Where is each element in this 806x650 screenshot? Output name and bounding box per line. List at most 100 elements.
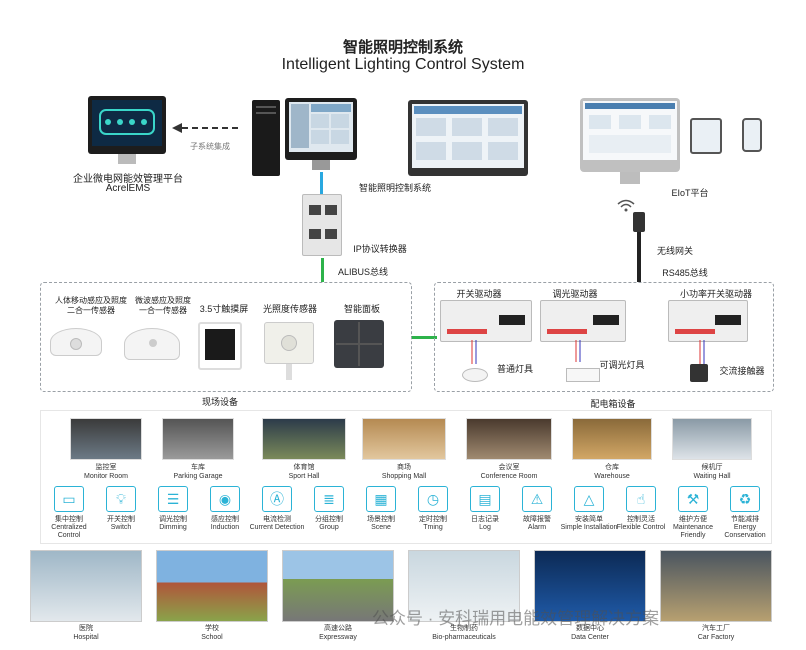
ethernet-cable bbox=[320, 172, 323, 194]
ems-label-en: AcrelEMS bbox=[105, 183, 151, 194]
feature-label-cn-3: 感应控制 bbox=[211, 516, 239, 523]
driver-label-1: 调光驱动器 bbox=[552, 289, 598, 299]
normal-lamp bbox=[462, 368, 488, 382]
triangle-icon: △ bbox=[574, 486, 604, 512]
microwave-illuminance-sensor bbox=[124, 328, 180, 360]
scene-label-en-1: Parking Garage bbox=[173, 473, 223, 480]
touch-display-ui-graphic bbox=[414, 106, 522, 160]
scene-label-en-4: Conference Room bbox=[480, 473, 538, 480]
driver-label-2: 小功率开关驱动器 bbox=[679, 289, 752, 299]
feature-label-en-10: Simple Installation bbox=[560, 524, 618, 531]
scene-label-cn-6: 候机厅 bbox=[701, 464, 723, 471]
scene-label-cn-3: 商场 bbox=[397, 464, 411, 471]
eiot-label: EIoT平台 bbox=[671, 188, 709, 198]
ems-monitor-stand bbox=[118, 154, 136, 164]
ac-contactor bbox=[690, 364, 708, 382]
ip-converter bbox=[302, 194, 342, 256]
photo-label-cn-3: 生物制药 bbox=[450, 625, 478, 632]
recycle-icon: ♻ bbox=[730, 486, 760, 512]
scene-image-parking-garage bbox=[162, 418, 234, 460]
scene-image-warehouse bbox=[572, 418, 652, 460]
low-power-switch-driver bbox=[668, 300, 748, 342]
illuminance-sensor-stem bbox=[286, 364, 292, 380]
ip-converter-label: IP协议转换器 bbox=[353, 244, 407, 254]
smart-system-label: 智能照明控制系统 bbox=[358, 183, 431, 193]
field-devices-group-label: 现场设备 bbox=[201, 397, 238, 407]
alibus-label: ALIBUS总线 bbox=[337, 267, 388, 277]
feature-label-cn-2: 调光控制 bbox=[159, 516, 187, 523]
ampere-icon: Ⓐ bbox=[262, 486, 292, 512]
ems-dashboard-graphic bbox=[99, 109, 155, 135]
wifi-icon bbox=[617, 199, 635, 212]
eiot-ui-graphic bbox=[585, 103, 675, 153]
scene-image-shopping-mall bbox=[362, 418, 446, 460]
photo-label-en-5: Car Factory bbox=[697, 634, 735, 641]
photo-label-en-4: Data Center bbox=[571, 634, 609, 641]
smart-panel bbox=[334, 320, 384, 368]
scene-label-cn-4: 会议室 bbox=[498, 464, 520, 471]
photo-car-factory bbox=[660, 550, 772, 622]
ems-label-cn: 企业微电网能效管理平台 bbox=[73, 174, 183, 185]
touch-display bbox=[408, 100, 528, 176]
feature-label-cn-6: 场景控制 bbox=[367, 516, 395, 523]
load-label-1: 可调光灯具 bbox=[599, 360, 645, 370]
wireless-gateway bbox=[633, 212, 645, 232]
bulb-icon: 💡︎ bbox=[106, 486, 136, 512]
photo-label-en-0: Hospital bbox=[73, 634, 99, 641]
sensor-icon: ◉ bbox=[210, 486, 240, 512]
rs485-label: RS485总线 bbox=[662, 268, 708, 278]
photo-data-center bbox=[534, 550, 646, 622]
scene-label-cn-5: 仓库 bbox=[605, 464, 619, 471]
panel-devices-group-label: 配电箱设备 bbox=[590, 399, 636, 409]
illuminance-sensor bbox=[264, 322, 314, 364]
feature-label-en-9: Alarm bbox=[527, 524, 547, 531]
clock-icon: ◷ bbox=[418, 486, 448, 512]
switch-driver bbox=[440, 300, 532, 342]
scene-label-en-6: Waiting Hall bbox=[693, 473, 731, 480]
feature-label-cn-13: 节能减排 bbox=[731, 516, 759, 523]
scene-image-waiting-hall bbox=[672, 418, 752, 460]
grid-icon: ▦ bbox=[366, 486, 396, 512]
feature-label-en-2: Dimming bbox=[159, 524, 187, 531]
panel-devices-group bbox=[434, 282, 774, 392]
feature-label-en-12: Maintenance Friendly bbox=[672, 524, 714, 539]
feature-label-cn-0: 集中控制 bbox=[55, 516, 83, 523]
log-icon: ▤ bbox=[470, 486, 500, 512]
scenes-section bbox=[40, 410, 772, 544]
scene-label-cn-1: 车库 bbox=[191, 464, 205, 471]
subsystem-label: 子系统集成 bbox=[190, 142, 230, 151]
dimmable-lamp bbox=[566, 368, 600, 382]
scene-label-cn-0: 监控室 bbox=[95, 464, 117, 471]
feature-label-en-3: Induction bbox=[210, 524, 240, 531]
feature-label-cn-12: 维护方便 bbox=[679, 516, 707, 523]
wireless-gateway-antenna-cable bbox=[637, 224, 641, 282]
feature-label-cn-4: 电流检测 bbox=[263, 516, 291, 523]
scene-label-cn-2: 体育馆 bbox=[293, 464, 315, 471]
field-devices-group bbox=[40, 282, 412, 392]
scene-image-sport-hall bbox=[262, 418, 346, 460]
photo-hospital bbox=[30, 550, 142, 622]
scene-image-monitor-room bbox=[70, 418, 142, 460]
phone-device bbox=[742, 118, 762, 152]
ems-monitor bbox=[88, 96, 166, 154]
list-icon: ≣ bbox=[314, 486, 344, 512]
photo-label-cn-1: 学校 bbox=[205, 625, 219, 632]
feature-label-en-8: Log bbox=[479, 524, 491, 531]
alibus-cable-vertical bbox=[321, 258, 324, 282]
feature-label-en-13: Energy Conservation bbox=[724, 524, 766, 539]
title-cn: 智能照明控制系统 bbox=[342, 39, 463, 56]
photo-label-cn-5: 汽车工厂 bbox=[702, 625, 730, 632]
eiot-imac bbox=[580, 98, 680, 172]
wireless-gateway-label: 无线网关 bbox=[656, 246, 693, 256]
photo-expressway bbox=[282, 550, 394, 622]
feature-label-en-4: Current Detection bbox=[249, 524, 305, 531]
feature-label-cn-11: 控制灵活 bbox=[627, 516, 655, 523]
photo-label-cn-2: 高速公路 bbox=[324, 625, 352, 632]
field-device-label-4: 智能面板 bbox=[343, 304, 380, 314]
hand-icon: ☝ bbox=[626, 486, 656, 512]
workstation-ui-graphic bbox=[291, 104, 351, 148]
field-device-label-3: 光照度传感器 bbox=[262, 304, 317, 314]
photo-label-cn-0: 医院 bbox=[79, 625, 93, 632]
feature-label-en-7: Tming bbox=[423, 524, 443, 531]
feature-label-en-6: Scene bbox=[371, 524, 391, 531]
